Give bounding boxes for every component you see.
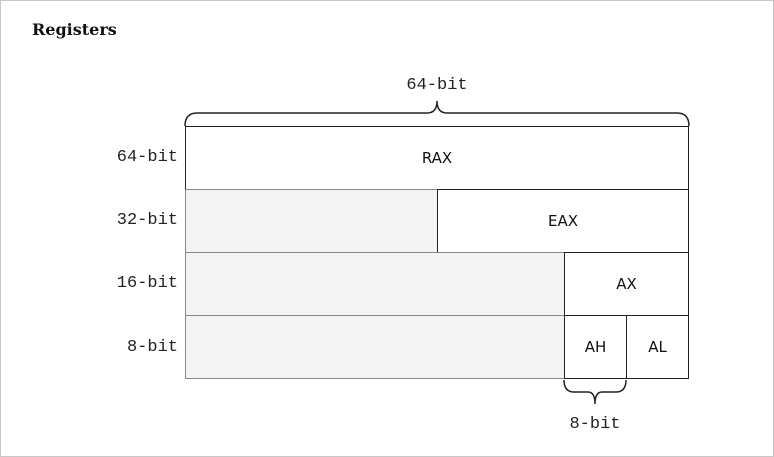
register-ah-label: AH (584, 338, 607, 356)
register-ah: AH (564, 315, 627, 379)
unused-region-16 (185, 252, 565, 316)
row-label-8: 8-bit (126, 338, 178, 357)
bottom-brace-shape (563, 379, 627, 405)
unused-region-8 (185, 315, 565, 379)
register-eax: EAX (437, 189, 689, 253)
bottom-brace-label: 8-bit (569, 415, 621, 434)
row-label-64: 64-bit (116, 148, 178, 167)
register-al-label: AL (648, 338, 667, 356)
register-eax-label: EAX (547, 212, 578, 230)
register-ax-label: AX (616, 275, 637, 293)
figure-title: Registers (32, 20, 117, 39)
row-label-16: 16-bit (116, 274, 178, 293)
register-ax: AX (564, 252, 689, 316)
register-rax: RAX (185, 126, 689, 190)
register-rax-label: RAX (421, 149, 453, 167)
top-brace-label: 64-bit (406, 76, 468, 95)
unused-region-32 (185, 189, 438, 253)
top-brace-shape (184, 100, 690, 127)
row-label-32: 32-bit (116, 211, 178, 230)
register-al: AL (626, 315, 689, 379)
